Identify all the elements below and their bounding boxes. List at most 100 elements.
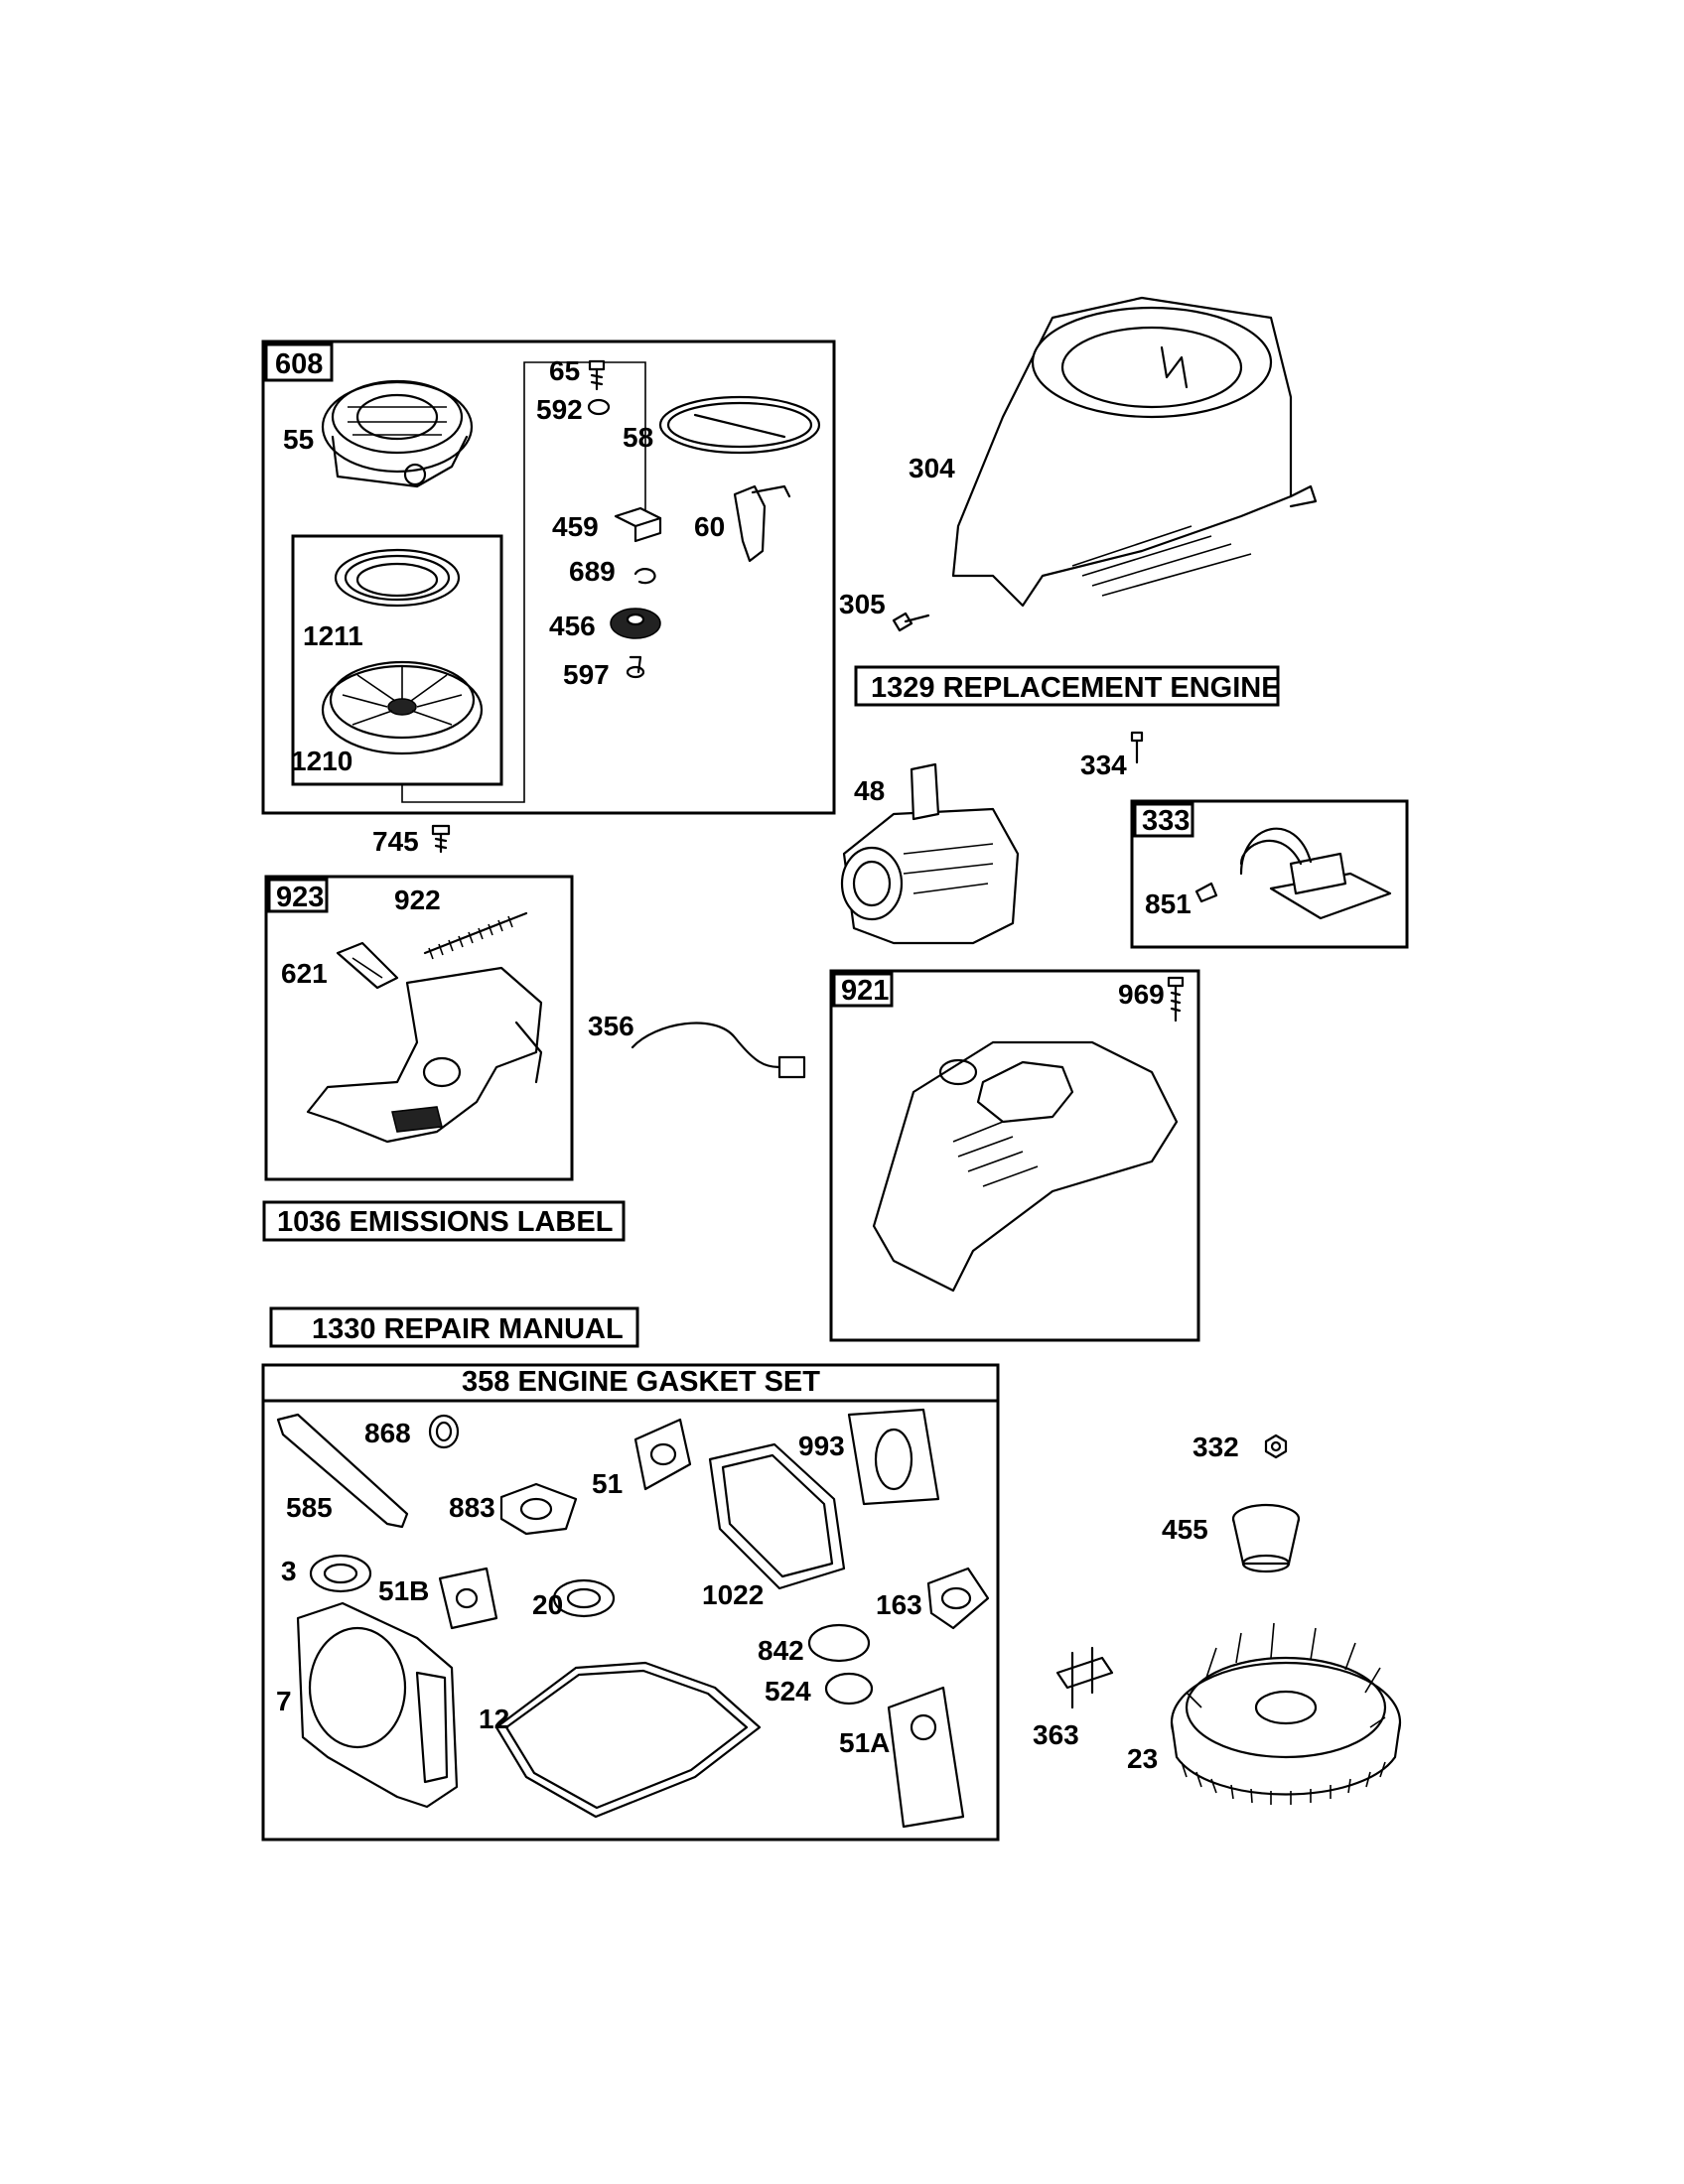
blower-housing-part — [951, 296, 1318, 608]
gasket-51-part — [633, 1418, 692, 1491]
group-921-tag: 921 — [841, 975, 889, 1007]
label-868: 868 — [364, 1418, 411, 1448]
label-55: 55 — [283, 424, 314, 455]
banner-emissions-label: 1036 EMISSIONS LABEL — [277, 1206, 613, 1238]
label-597: 597 — [563, 659, 610, 690]
screw-969-part — [1167, 976, 1185, 1023]
label-304: 304 — [909, 453, 955, 483]
flywheel-23-part — [1170, 1622, 1402, 1805]
engine-gasket-set-group: 358 ENGINE GASKET SET 585 868 883 51 102… — [261, 1363, 1000, 1842]
ignition-armature-part — [1239, 827, 1392, 920]
label-745: 745 — [372, 826, 419, 857]
starter-housing-part — [321, 379, 474, 488]
rewind-spring-part — [334, 548, 461, 608]
label-1022: 1022 — [702, 1579, 764, 1610]
group-921-tag-box — [832, 972, 894, 1008]
head-gasket-7-part — [296, 1601, 459, 1809]
label-585: 585 — [286, 1492, 333, 1523]
group-608-tag: 608 — [275, 348, 323, 380]
label-1210: 1210 — [291, 746, 352, 776]
gasket-set-title: 358 ENGINE GASKET SET — [462, 1366, 820, 1398]
banner-replacement-engine: 1329 REPLACEMENT ENGINE — [871, 672, 1281, 704]
starter-cup-455-part — [1231, 1503, 1301, 1573]
bracket-621-part — [336, 941, 399, 990]
group-921-frame — [829, 969, 1200, 1342]
gasket-51b-part — [438, 1567, 498, 1630]
gasket-51a-part — [887, 1686, 965, 1829]
label-334: 334 — [1080, 750, 1127, 780]
oring-842-part — [807, 1623, 871, 1663]
ratchet-456-part — [610, 608, 661, 639]
blower-cover-part — [872, 1040, 1179, 1293]
gasket-163-part — [926, 1567, 990, 1630]
screw-745-part — [431, 824, 451, 854]
screw-597-part — [626, 655, 645, 679]
banner-repair-manual-box — [269, 1306, 639, 1348]
control-bracket-part — [306, 966, 543, 1144]
gasket-585-part — [276, 1413, 409, 1529]
banner-repair-manual: 1330 REPAIR MANUAL — [312, 1313, 624, 1345]
label-363: 363 — [1033, 1719, 1079, 1750]
label-51a: 51A — [839, 1727, 890, 1758]
label-851: 851 — [1145, 888, 1192, 919]
label-60: 60 — [694, 511, 725, 542]
screw-851-part — [1194, 882, 1218, 903]
label-23: 23 — [1127, 1743, 1158, 1774]
gasket-993-part — [847, 1408, 940, 1506]
group-923-tag: 923 — [276, 882, 324, 913]
label-356: 356 — [588, 1011, 634, 1041]
starter-handle-part — [733, 484, 791, 563]
group-333-tag-box — [1133, 802, 1194, 838]
banner-replacement-engine-box — [854, 665, 1280, 707]
gasket-set-frame — [261, 1363, 1000, 1842]
label-51b: 51B — [378, 1575, 429, 1606]
banner-emissions-label-box — [262, 1200, 626, 1242]
governor-spring-part — [423, 911, 528, 960]
group-608-frame — [261, 340, 836, 815]
group-923-tag-box — [267, 878, 329, 913]
nut-592-part — [587, 398, 611, 416]
label-455: 455 — [1162, 1514, 1208, 1545]
label-51: 51 — [592, 1468, 623, 1499]
screw-334-part — [1130, 731, 1144, 764]
label-621: 621 — [281, 958, 328, 989]
seal-20-part — [552, 1578, 616, 1618]
ignition-armature-group: 333 851 — [1130, 799, 1409, 949]
screw-305-part — [892, 612, 930, 632]
label-459: 459 — [552, 511, 599, 542]
starter-rope-part — [658, 395, 821, 455]
seal-868-part — [428, 1414, 460, 1449]
inner-box-spring-pulley — [291, 534, 503, 786]
seal-3-part — [309, 1554, 372, 1593]
label-163: 163 — [876, 1589, 922, 1620]
label-48: 48 — [854, 775, 885, 806]
label-993: 993 — [798, 1431, 845, 1461]
label-842: 842 — [758, 1635, 804, 1666]
label-456: 456 — [549, 611, 596, 641]
bolt-65-part — [588, 359, 606, 391]
label-883: 883 — [449, 1492, 495, 1523]
governor-control-group: 923 922 621 — [264, 875, 574, 1181]
group-923-frame — [264, 875, 574, 1181]
label-524: 524 — [765, 1676, 811, 1706]
group-333-frame — [1130, 799, 1409, 949]
crankcase-gasket-12-part — [494, 1661, 762, 1819]
label-922: 922 — [394, 885, 441, 915]
label-305: 305 — [839, 589, 886, 619]
label-969: 969 — [1118, 979, 1165, 1010]
nut-332-part — [1264, 1433, 1288, 1459]
label-689: 689 — [569, 556, 616, 587]
group-608-tag-box — [264, 342, 334, 382]
label-332: 332 — [1193, 1432, 1239, 1462]
gasket-1022-part — [708, 1442, 846, 1590]
label-3: 3 — [281, 1556, 297, 1586]
label-12: 12 — [479, 1704, 509, 1734]
gasket-883-part — [499, 1482, 578, 1536]
ground-wire-part — [631, 1022, 806, 1079]
clip-363-part — [1055, 1646, 1114, 1709]
rewind-starter-group: 608 55 65 592 58 — [261, 340, 836, 815]
short-block-engine-part — [840, 762, 1020, 945]
label-1211: 1211 — [303, 620, 363, 651]
clip-689-part — [633, 568, 656, 585]
